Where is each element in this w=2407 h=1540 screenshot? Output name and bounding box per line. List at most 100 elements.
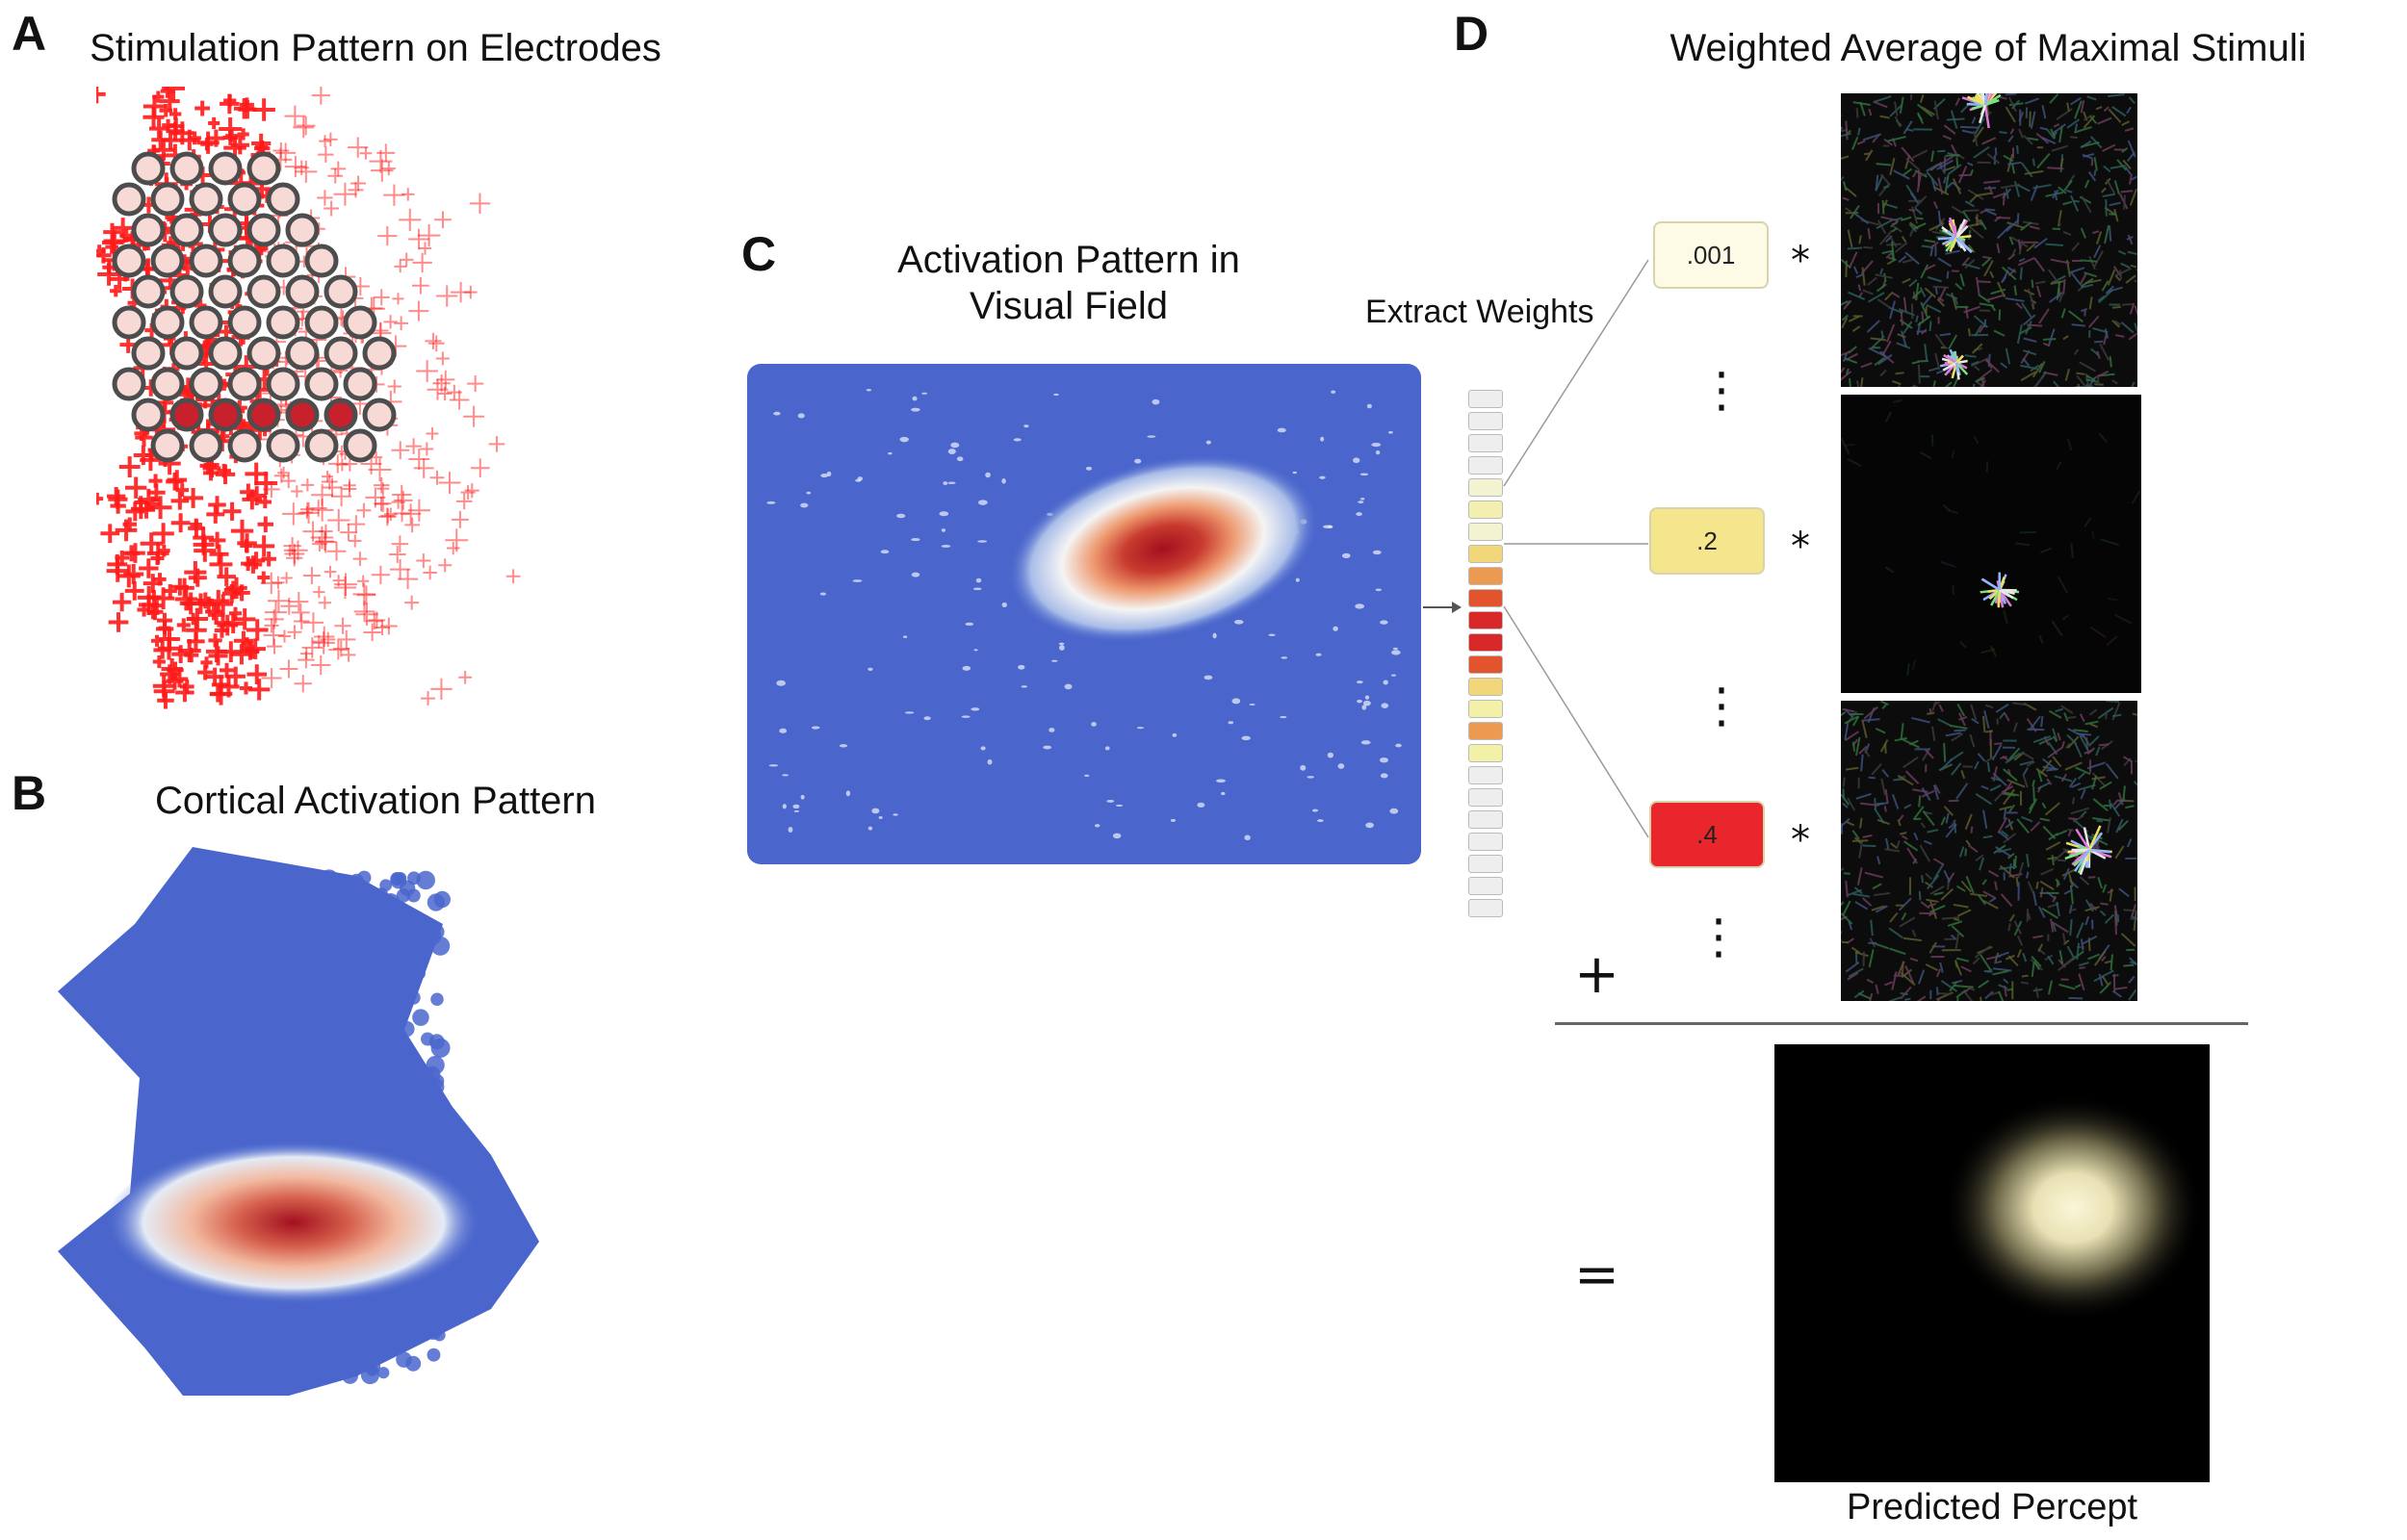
electrode — [189, 305, 223, 340]
electrode — [266, 367, 300, 401]
electrode — [112, 367, 146, 401]
visual-field-activation-plot — [747, 364, 1421, 864]
electrode — [304, 244, 339, 278]
multiply-sign-2: * — [1791, 525, 1810, 569]
electrode — [169, 213, 204, 247]
electrode — [208, 336, 243, 371]
weight-cell — [1468, 412, 1503, 430]
electrode — [304, 428, 339, 463]
electrode — [189, 428, 223, 463]
maximal-stimulus-3 — [1841, 701, 2137, 1001]
weight-cell — [1468, 478, 1503, 497]
electrode — [304, 305, 339, 340]
electrode-array — [112, 151, 397, 463]
weight-box-2: .2 — [1649, 507, 1765, 575]
ellipsis-2: ⋮ — [1697, 678, 1746, 733]
weight-cell — [1468, 899, 1503, 917]
electrode — [208, 213, 243, 247]
electrode — [285, 274, 320, 309]
panel-c-title-line2: Visual Field — [969, 285, 1169, 327]
weight-cell — [1468, 633, 1503, 652]
electrode — [131, 336, 166, 371]
electrode — [169, 398, 204, 432]
weight-cell — [1468, 722, 1503, 740]
electrode — [150, 305, 185, 340]
electrode — [227, 182, 262, 217]
electrode — [285, 213, 320, 247]
electrode — [150, 244, 185, 278]
electrode — [112, 244, 146, 278]
weight-cell — [1468, 545, 1503, 563]
panel-a-letter: A — [12, 7, 47, 61]
electrode — [362, 398, 397, 432]
equals-sign: = — [1574, 1244, 1619, 1306]
electrode — [131, 398, 166, 432]
electrode — [266, 244, 300, 278]
weight-vector — [1468, 390, 1503, 921]
cortical-activation-plot — [58, 847, 539, 1396]
panel-c-letter: C — [741, 227, 777, 281]
panel-a-title: Stimulation Pattern on Electrodes — [90, 27, 661, 69]
extract-weights-label: Extract Weights — [1365, 294, 1594, 330]
weight-cell — [1468, 833, 1503, 851]
panel-c-title-line1: Activation Pattern in — [897, 239, 1240, 281]
weight-box-3: .4 — [1649, 801, 1765, 868]
multiply-sign-1: * — [1791, 239, 1810, 283]
electrode — [208, 151, 243, 186]
electrode — [227, 367, 262, 401]
electrode — [150, 367, 185, 401]
electrode — [246, 274, 281, 309]
weight-cell — [1468, 655, 1503, 674]
weight-cell — [1468, 678, 1503, 696]
electrode — [343, 367, 377, 401]
electrode — [246, 151, 281, 186]
electrode — [131, 151, 166, 186]
multiply-sign-3: * — [1791, 818, 1810, 862]
panel-d-letter: D — [1454, 7, 1489, 61]
electrode — [266, 182, 300, 217]
electrode — [131, 274, 166, 309]
weight-cell — [1468, 877, 1503, 895]
electrode — [208, 398, 243, 432]
electrode — [266, 305, 300, 340]
arrow-to-weights — [1423, 606, 1458, 608]
predicted-percept-image — [1774, 1044, 2210, 1482]
electrode — [227, 305, 262, 340]
weight-cell — [1468, 855, 1503, 873]
weight-cell — [1468, 434, 1503, 452]
electrode — [112, 305, 146, 340]
electrode — [343, 305, 377, 340]
electrode — [266, 428, 300, 463]
sum-divider-line — [1555, 1022, 2248, 1025]
electrode — [324, 274, 358, 309]
maximal-stimulus-1 — [1841, 93, 2137, 387]
electrode — [208, 274, 243, 309]
panel-b-letter: B — [12, 766, 47, 820]
electrode — [246, 336, 281, 371]
electrode — [150, 182, 185, 217]
weight-cell — [1468, 456, 1503, 475]
weight-cell — [1468, 567, 1503, 585]
electrode — [246, 213, 281, 247]
electrode — [189, 182, 223, 217]
weight-cell — [1468, 523, 1503, 541]
weight-cell — [1468, 700, 1503, 718]
electrode — [227, 428, 262, 463]
electrode — [189, 244, 223, 278]
electrode — [169, 151, 204, 186]
electrode — [227, 244, 262, 278]
weight-connectors — [1503, 259, 1649, 838]
electrode — [343, 428, 377, 463]
phosphene-activation — [1007, 454, 1319, 643]
percept-blob — [1943, 1094, 2203, 1322]
weight-cell — [1468, 589, 1503, 607]
electrode — [362, 336, 397, 371]
electrode — [169, 336, 204, 371]
electrode — [189, 367, 223, 401]
electrode — [246, 398, 281, 432]
weight-cell — [1468, 611, 1503, 629]
ellipsis-1: ⋮ — [1697, 362, 1746, 418]
maximal-stimulus-2 — [1841, 395, 2141, 693]
weight-cell — [1468, 390, 1503, 408]
electrode — [112, 182, 146, 217]
